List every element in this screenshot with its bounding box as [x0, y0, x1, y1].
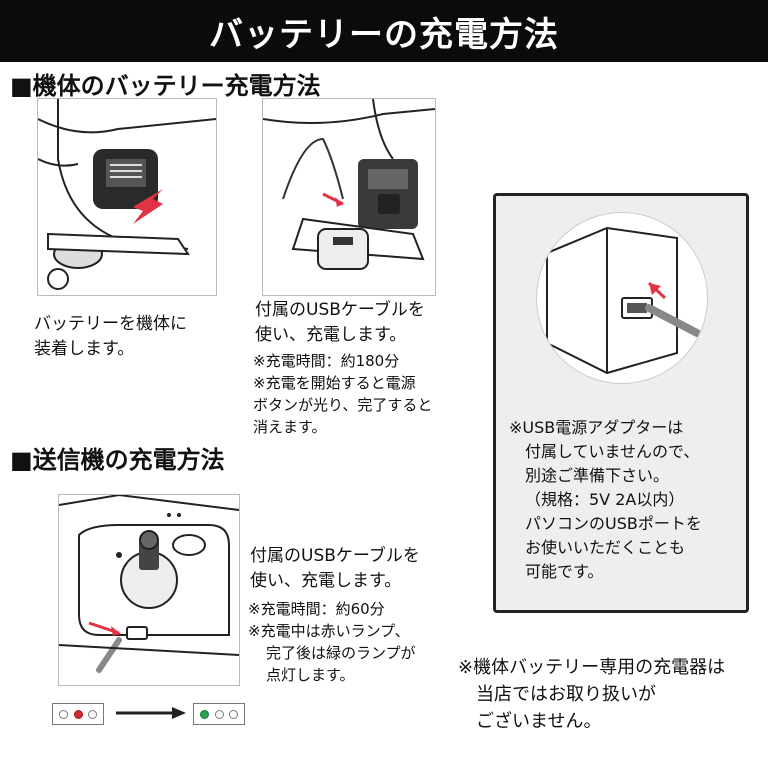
transmitter-note: ※充電時間：約60分 — [248, 600, 385, 618]
bottom-note-line: 当店ではお取り扱いが — [476, 684, 656, 705]
step2-notes: ※充電時間：約180分 ※充電を開始すると電源 ボタンが光り、完了すると 消えま… — [253, 350, 432, 438]
bottom-note-line: ※機体バッテリー専用の充電器は — [458, 657, 726, 678]
transmitter-line: 付属のUSBケーブルを — [250, 546, 420, 566]
lamp-red — [73, 709, 83, 719]
bottom-note-line: ございません。 — [476, 711, 602, 732]
step2-note: 消えます。 — [253, 418, 327, 436]
adapter-line: 別途ご準備下さい。 — [525, 466, 670, 485]
adapter-line: 可能です。 — [525, 562, 604, 581]
adapter-line: お使いいただくことも — [525, 538, 686, 557]
adapter-line: ※USB電源アダプターは — [509, 418, 684, 437]
drone-usb-drawing — [263, 99, 435, 270]
transmitter-note: 完了後は緑のランプが — [266, 644, 416, 662]
adapter-notice-text: ※USB電源アダプターは 付属していませんので、 別途ご準備下さい。 （規格：5… — [509, 416, 702, 584]
step2-note: ※充電を開始すると電源 — [253, 374, 416, 392]
transmitter-notes: ※充電時間：約60分 ※充電中は赤いランプ、 完了後は緑のランプが 点灯します。 — [248, 598, 416, 686]
title-bar: バッテリーの充電方法 — [0, 0, 768, 62]
battery-insert-illustration — [37, 98, 217, 296]
adapter-line: （規格：5V 2A以内） — [525, 490, 685, 509]
lamp-off — [229, 709, 239, 719]
transmitter-charging-heading: ■送信機の充電方法 — [10, 446, 225, 474]
arrow-right-icon — [116, 707, 186, 719]
step2-note: ボタンが光り、完了すると — [253, 396, 433, 414]
transmitter-line: 使い、充電します。 — [250, 571, 402, 591]
usb-adapter-illustration — [536, 212, 708, 384]
lamp-green — [199, 709, 209, 719]
lamp-off — [58, 709, 68, 719]
drone-usb-charging-illustration — [262, 98, 436, 296]
step2-caption: 付属のUSBケーブルを 使い、充電します。 — [255, 298, 425, 348]
drone-battery-drawing — [38, 99, 216, 290]
step1-line: 装着します。 — [34, 339, 135, 359]
step2-line: 使い、充電します。 — [255, 325, 407, 345]
step1-caption: バッテリーを機体に 装着します。 — [34, 312, 187, 362]
transmitter-note: 点灯します。 — [266, 666, 355, 684]
drone-charging-heading: ■機体のバッテリー充電方法 — [10, 72, 321, 100]
lamp-off — [214, 709, 224, 719]
charging-lamp-indicator — [52, 703, 104, 725]
transmitter-drawing — [59, 495, 239, 673]
step1-line: バッテリーを機体に — [34, 314, 187, 334]
page-title: バッテリーの充電方法 — [209, 14, 559, 55]
usb-adapter-drawing — [546, 226, 701, 375]
usb-adapter-notice-box — [493, 193, 749, 613]
step2-line: 付属のUSBケーブルを — [255, 300, 425, 320]
adapter-line: パソコンのUSBポートを — [525, 514, 702, 533]
charger-not-sold-note: ※機体バッテリー専用の充電器は 当店ではお取り扱いが ございません。 — [458, 654, 725, 735]
charged-lamp-indicator — [193, 703, 245, 725]
step2-note: ※充電時間：約180分 — [253, 352, 400, 370]
transmitter-caption: 付属のUSBケーブルを 使い、充電します。 — [250, 544, 420, 594]
transmitter-note: ※充電中は赤いランプ、 — [248, 622, 410, 640]
transmitter-charging-illustration — [58, 494, 240, 686]
lamp-off — [88, 709, 98, 719]
adapter-line: 付属していませんので、 — [525, 442, 700, 461]
